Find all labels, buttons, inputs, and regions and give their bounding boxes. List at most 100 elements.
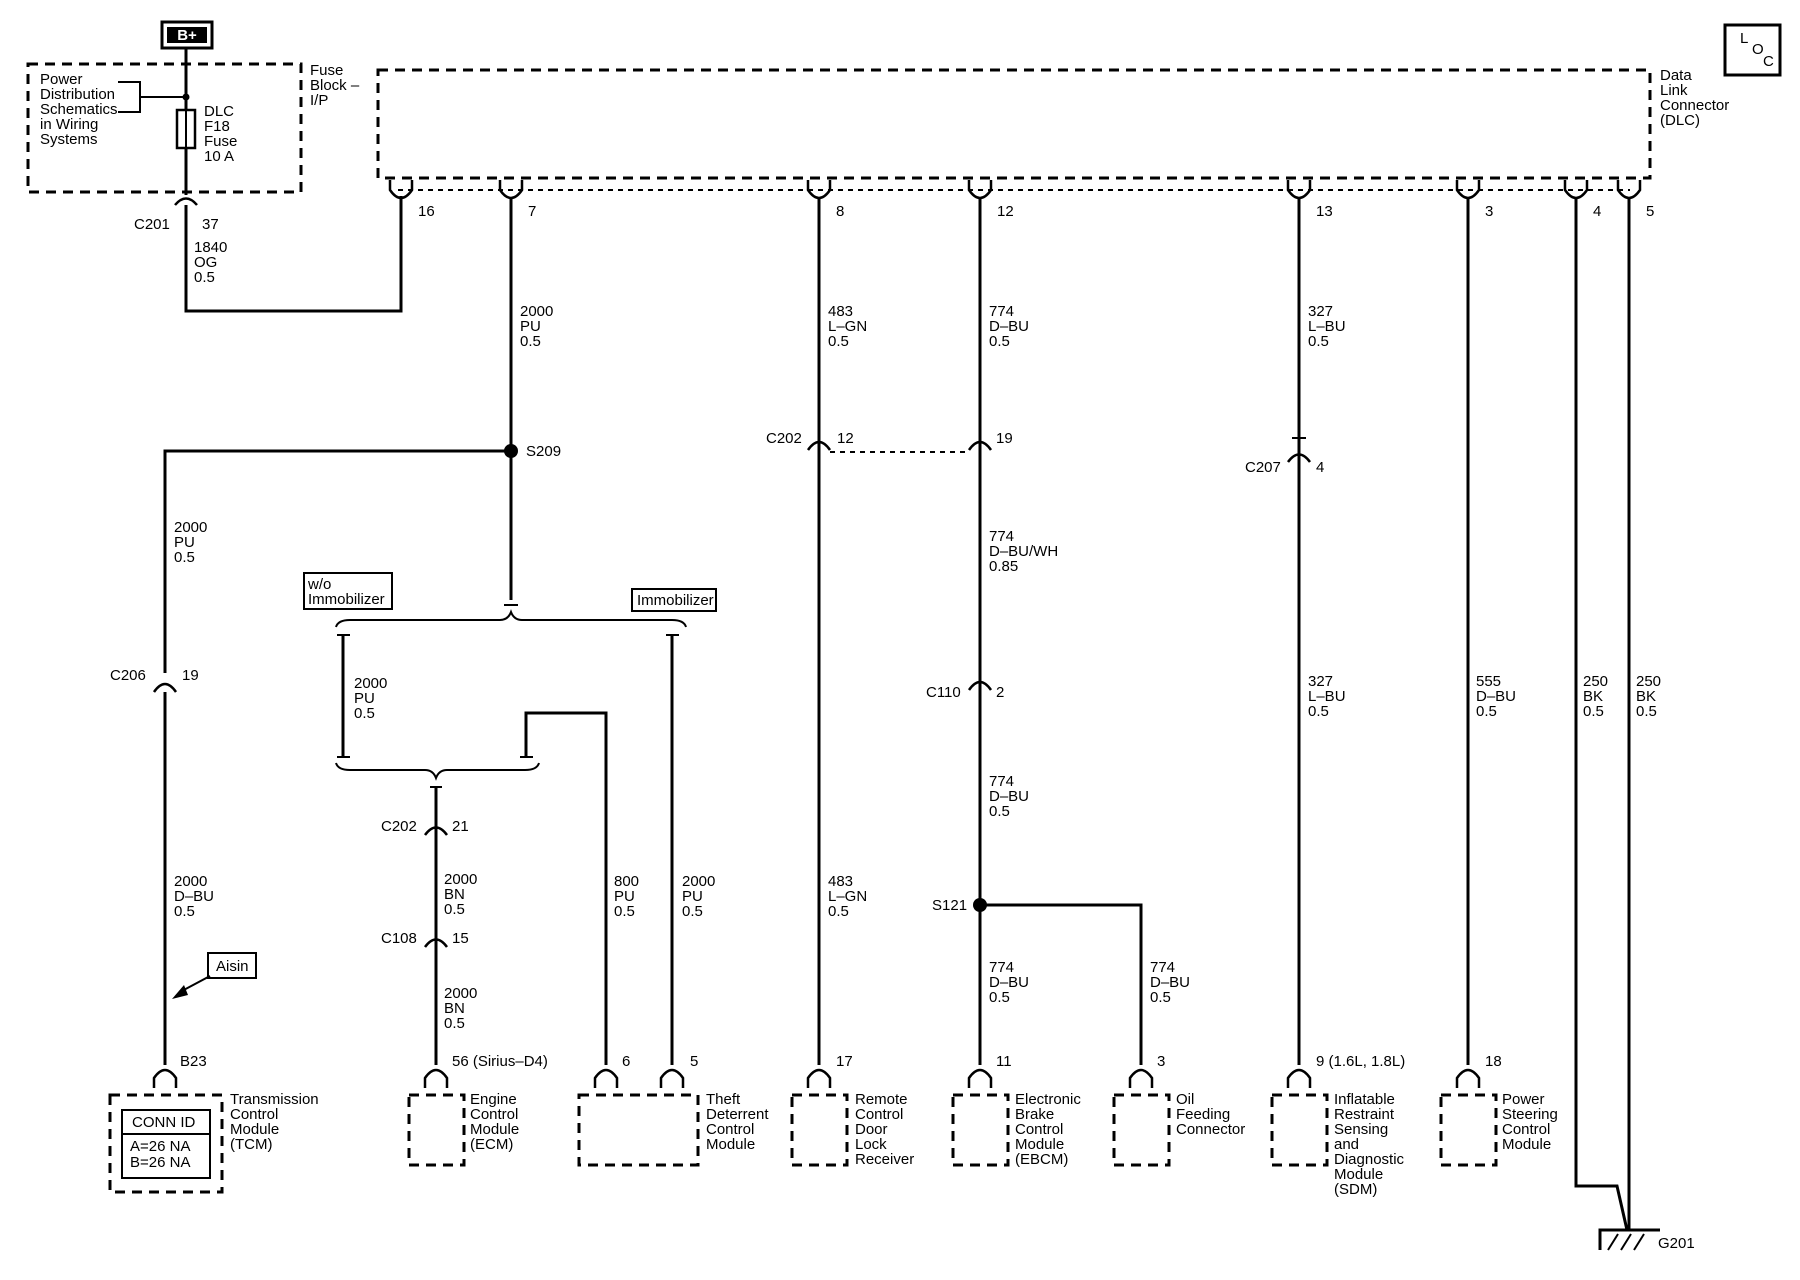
c202-pin-12: 12 bbox=[837, 430, 854, 447]
dlc-pin-4: 4 bbox=[1593, 203, 1601, 220]
svg-text:A=26 NA: A=26 NA bbox=[130, 1138, 190, 1155]
theft-pin-6: 6 bbox=[622, 1053, 630, 1070]
svg-text:L: L bbox=[1740, 30, 1748, 47]
wire-1840-label: 1840 OG 0.5 bbox=[194, 239, 232, 286]
c202-ecm-pin-symbol bbox=[423, 826, 449, 836]
ecm-pin-56: 56 (Sirius–D4) bbox=[452, 1053, 548, 1070]
fuse-f18-label: DLC F18 Fuse 10 A bbox=[204, 103, 242, 165]
dlc-pin-7: 7 bbox=[528, 203, 536, 220]
loc-icon: L O C bbox=[1723, 23, 1782, 77]
sdm-label: Inflatable Restraint Sensing and Diagnos… bbox=[1334, 1091, 1408, 1198]
c202-pin-19: 19 bbox=[996, 430, 1013, 447]
c110-pin-symbol bbox=[967, 680, 993, 691]
remote-label: Remote Control Door Lock Receiver bbox=[855, 1091, 914, 1168]
ebcm-module-box bbox=[951, 1093, 1010, 1167]
c207-pin-symbol bbox=[1286, 453, 1312, 463]
c202-pin12-symbol bbox=[806, 440, 832, 451]
dlc-pin-5: 5 bbox=[1646, 203, 1654, 220]
conn-id-table: CONN ID A=26 NA B=26 NA bbox=[121, 1109, 211, 1179]
dlc-pin-12: 12 bbox=[997, 203, 1014, 220]
ground-g201-icon bbox=[1598, 1228, 1660, 1251]
wire-pin7-label: 2000 PU 0.5 bbox=[520, 303, 558, 350]
c110-label: C110 bbox=[926, 684, 961, 701]
svg-text:C: C bbox=[1763, 53, 1774, 70]
dlc-pin-3: 3 bbox=[1485, 203, 1493, 220]
s121-label: S121 bbox=[932, 897, 967, 914]
wire-option-label: 2000 PU 0.5 bbox=[354, 675, 392, 722]
wo-immobilizer-tag: w/o Immobilizer bbox=[303, 572, 393, 610]
c108-pin-symbol bbox=[423, 938, 449, 948]
dlc-label: Data Link Connector (DLC) bbox=[1660, 67, 1733, 129]
ebcm-label: Electronic Brake Control Module (EBCM) bbox=[1015, 1091, 1085, 1168]
svg-text:Aisin: Aisin bbox=[216, 958, 249, 975]
wire-ecm-lower-label: 2000 BN 0.5 bbox=[444, 985, 482, 1032]
power-distribution-note: Power Distribution Schematics in Wiring … bbox=[40, 71, 122, 148]
theft-pin-5: 5 bbox=[690, 1053, 698, 1070]
wire-power-steering-label: 555 D–BU 0.5 bbox=[1476, 673, 1520, 720]
c202-pin19-symbol bbox=[967, 440, 993, 451]
oil-label: Oil Feeding Connector bbox=[1176, 1091, 1245, 1138]
wire-ebcm-c110-label: 774 D–BU 0.5 bbox=[989, 773, 1033, 820]
wire-theft-2000-label: 2000 PU 0.5 bbox=[682, 873, 720, 920]
wire-remote-lower-label: 483 L–GN 0.5 bbox=[828, 873, 871, 920]
dlc-pin-16: 16 bbox=[418, 203, 435, 220]
wire-pin8-label: 483 L–GN 0.5 bbox=[828, 303, 871, 350]
wire-tcm-upper-label: 2000 PU 0.5 bbox=[174, 519, 212, 566]
wire-tcm-lower-label: 2000 D–BU 0.5 bbox=[174, 873, 218, 920]
dlc-pin-8: 8 bbox=[836, 203, 844, 220]
dlc-outline bbox=[376, 68, 1652, 180]
c207-pin-4: 4 bbox=[1316, 459, 1324, 476]
c108-pin-15: 15 bbox=[452, 930, 469, 947]
wire-pin4-250-bk bbox=[1574, 198, 1629, 1231]
wire-oil-label: 774 D–BU 0.5 bbox=[1150, 959, 1194, 1006]
c201-label: C201 bbox=[134, 216, 170, 233]
theft-module-box bbox=[577, 1093, 700, 1167]
c201-pin-37: 37 bbox=[202, 216, 219, 233]
svg-text:w/o: w/o bbox=[307, 576, 331, 593]
option-brace-bottom bbox=[335, 762, 540, 781]
module-pin-symbols bbox=[152, 1068, 1481, 1088]
tcm-pin-b23: B23 bbox=[180, 1053, 207, 1070]
oil-connector-box bbox=[1112, 1093, 1171, 1167]
ebcm-pin-11: 11 bbox=[996, 1053, 1012, 1070]
g201-label: G201 bbox=[1658, 1235, 1695, 1252]
wire-ecm-upper-label: 2000 BN 0.5 bbox=[444, 871, 482, 918]
c108-label: C108 bbox=[381, 930, 417, 947]
c201-pin-symbol bbox=[174, 197, 198, 206]
immobilizer-tag: Immobilizer bbox=[631, 588, 717, 612]
dlc-pin-13: 13 bbox=[1316, 203, 1333, 220]
aisin-note: Aisin bbox=[172, 952, 257, 999]
svg-text:CONN ID: CONN ID bbox=[132, 1114, 196, 1131]
c206-label: C206 bbox=[110, 667, 146, 684]
wire-pin13-label: 327 L–BU 0.5 bbox=[1308, 303, 1350, 350]
c206-pin-symbol bbox=[152, 682, 178, 693]
c207-label: C207 bbox=[1245, 459, 1281, 476]
svg-text:Immobilizer: Immobilizer bbox=[308, 591, 385, 608]
svg-text:Immobilizer: Immobilizer bbox=[637, 592, 714, 609]
psm-label: Power Steering Control Module bbox=[1502, 1091, 1562, 1153]
remote-module-box bbox=[790, 1093, 849, 1167]
wire-ground4-label: 250 BK 0.5 bbox=[1583, 673, 1612, 720]
wire-sdm-lower-label: 327 L–BU 0.5 bbox=[1308, 673, 1350, 720]
wire-pin12-label: 774 D–BU 0.5 bbox=[989, 303, 1033, 350]
wire-ebcm-mid-label: 774 D–BU/WH 0.85 bbox=[989, 528, 1062, 575]
sdm-pin-9: 9 (1.6L, 1.8L) bbox=[1316, 1053, 1405, 1070]
wire-1840-og bbox=[184, 196, 403, 313]
battery-positive-terminal: B+ bbox=[160, 20, 214, 50]
wire-oil-774-dbu bbox=[980, 903, 1143, 1065]
sdm-module-box bbox=[1270, 1093, 1329, 1167]
s209-label: S209 bbox=[526, 443, 561, 460]
c206-pin-19: 19 bbox=[182, 667, 199, 684]
wire-ebcm-lower-label: 774 D–BU 0.5 bbox=[989, 959, 1033, 1006]
ecm-label: Engine Control Module (ECM) bbox=[470, 1091, 523, 1153]
tcm-label: Transmission Control Module (TCM) bbox=[230, 1091, 323, 1153]
fuse-block-outline bbox=[26, 62, 303, 194]
psm-module-box bbox=[1439, 1093, 1498, 1167]
wire-theft-800-label: 800 PU 0.5 bbox=[614, 873, 643, 920]
remote-pin-17: 17 bbox=[836, 1053, 853, 1070]
wire-theft-800-pu bbox=[524, 711, 608, 1065]
oil-pin-3: 3 bbox=[1157, 1053, 1165, 1070]
theft-label: Theft Deterrent Control Module bbox=[706, 1091, 773, 1153]
c202-ecm-pin-21: 21 bbox=[452, 818, 469, 835]
